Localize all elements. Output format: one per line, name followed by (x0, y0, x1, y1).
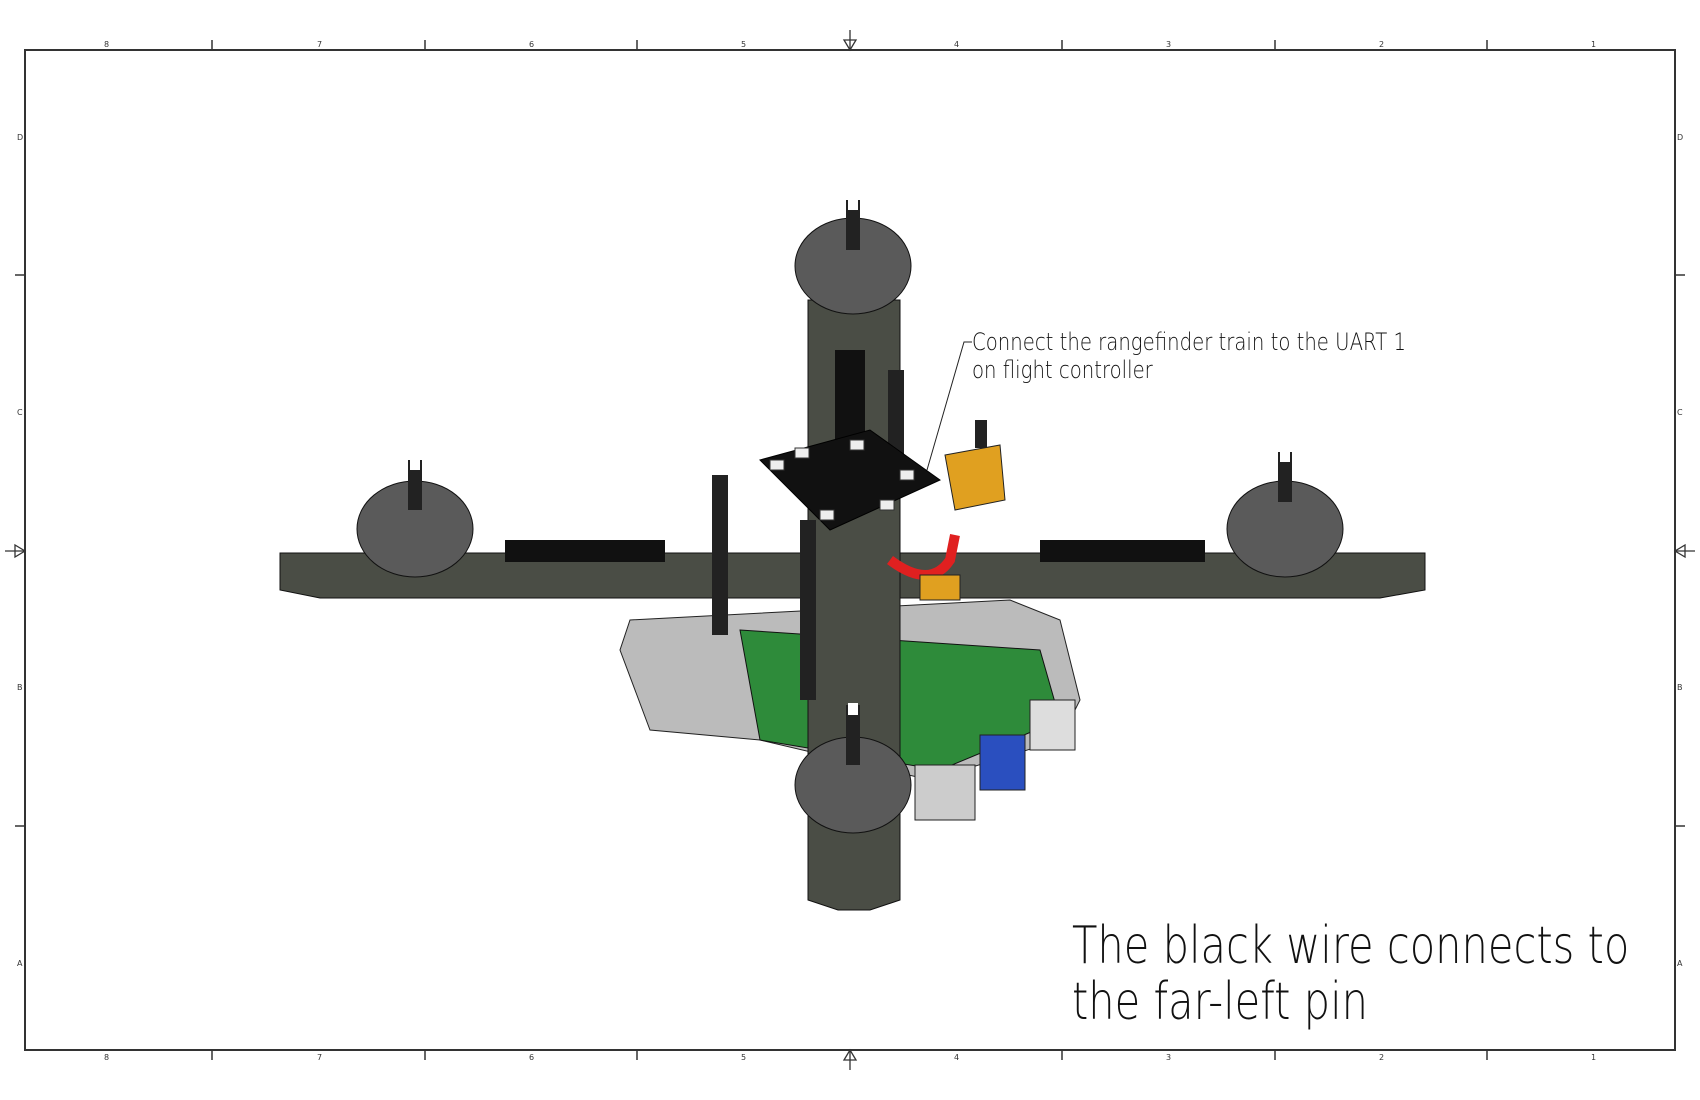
uart-callout-line2: on flight controller (972, 356, 1153, 384)
usb3-port (979, 734, 1026, 791)
column-label: 5 (741, 40, 747, 49)
centering-arrows (5, 30, 1695, 1070)
row-label: D (17, 133, 24, 142)
column-label: 3 (1166, 1053, 1172, 1062)
column-label: 1 (1591, 40, 1597, 49)
ethernet-port (1029, 699, 1076, 751)
uart-callout-line1: Connect the rangefinder train to the UAR… (972, 328, 1407, 356)
left-arm-sleeve (505, 540, 665, 562)
standoff (888, 370, 904, 460)
row-label: C (1677, 408, 1683, 417)
standoff (975, 420, 987, 448)
fc-connectors (769, 439, 915, 521)
column-label: 4 (954, 40, 960, 49)
row-label: A (17, 959, 23, 968)
standoff (712, 475, 728, 635)
column-label: 2 (1379, 40, 1385, 49)
row-label: D (1677, 133, 1684, 142)
column-label: 3 (1166, 40, 1172, 49)
row-label: C (17, 408, 23, 417)
wire-note-line1: The black wire connects to (1072, 916, 1630, 976)
motor-left (356, 458, 474, 578)
standoff (800, 520, 816, 700)
column-label: 8 (104, 40, 110, 49)
drone-assembly (279, 198, 1426, 911)
column-label: 2 (1379, 1053, 1385, 1062)
column-label: 6 (529, 1053, 535, 1062)
column-label: 5 (741, 1053, 747, 1062)
xt60-connector-low (919, 574, 961, 601)
motor-bottom (794, 703, 912, 834)
column-label: 7 (317, 40, 323, 49)
wire-note: The black wire connects to the far-left … (1072, 918, 1629, 1030)
motor-top (794, 198, 912, 315)
wire-note-line2: the far-left pin (1072, 972, 1369, 1032)
column-label: 7 (317, 1053, 323, 1062)
xt60-connector (944, 444, 1006, 511)
row-label: B (1677, 683, 1683, 692)
column-label: 1 (1591, 1053, 1597, 1062)
column-label: 4 (954, 1053, 960, 1062)
usb-port (914, 764, 976, 821)
zone-ticks (15, 40, 1685, 1060)
column-label: 8 (104, 1053, 110, 1062)
row-label: B (17, 683, 23, 692)
motor-right (1226, 450, 1344, 578)
uart-callout: Connect the rangefinder train to the UAR… (972, 328, 1406, 384)
right-arm-sleeve (1040, 540, 1205, 562)
leader-line (926, 341, 972, 471)
row-label: A (1677, 959, 1683, 968)
column-label: 6 (529, 40, 535, 49)
